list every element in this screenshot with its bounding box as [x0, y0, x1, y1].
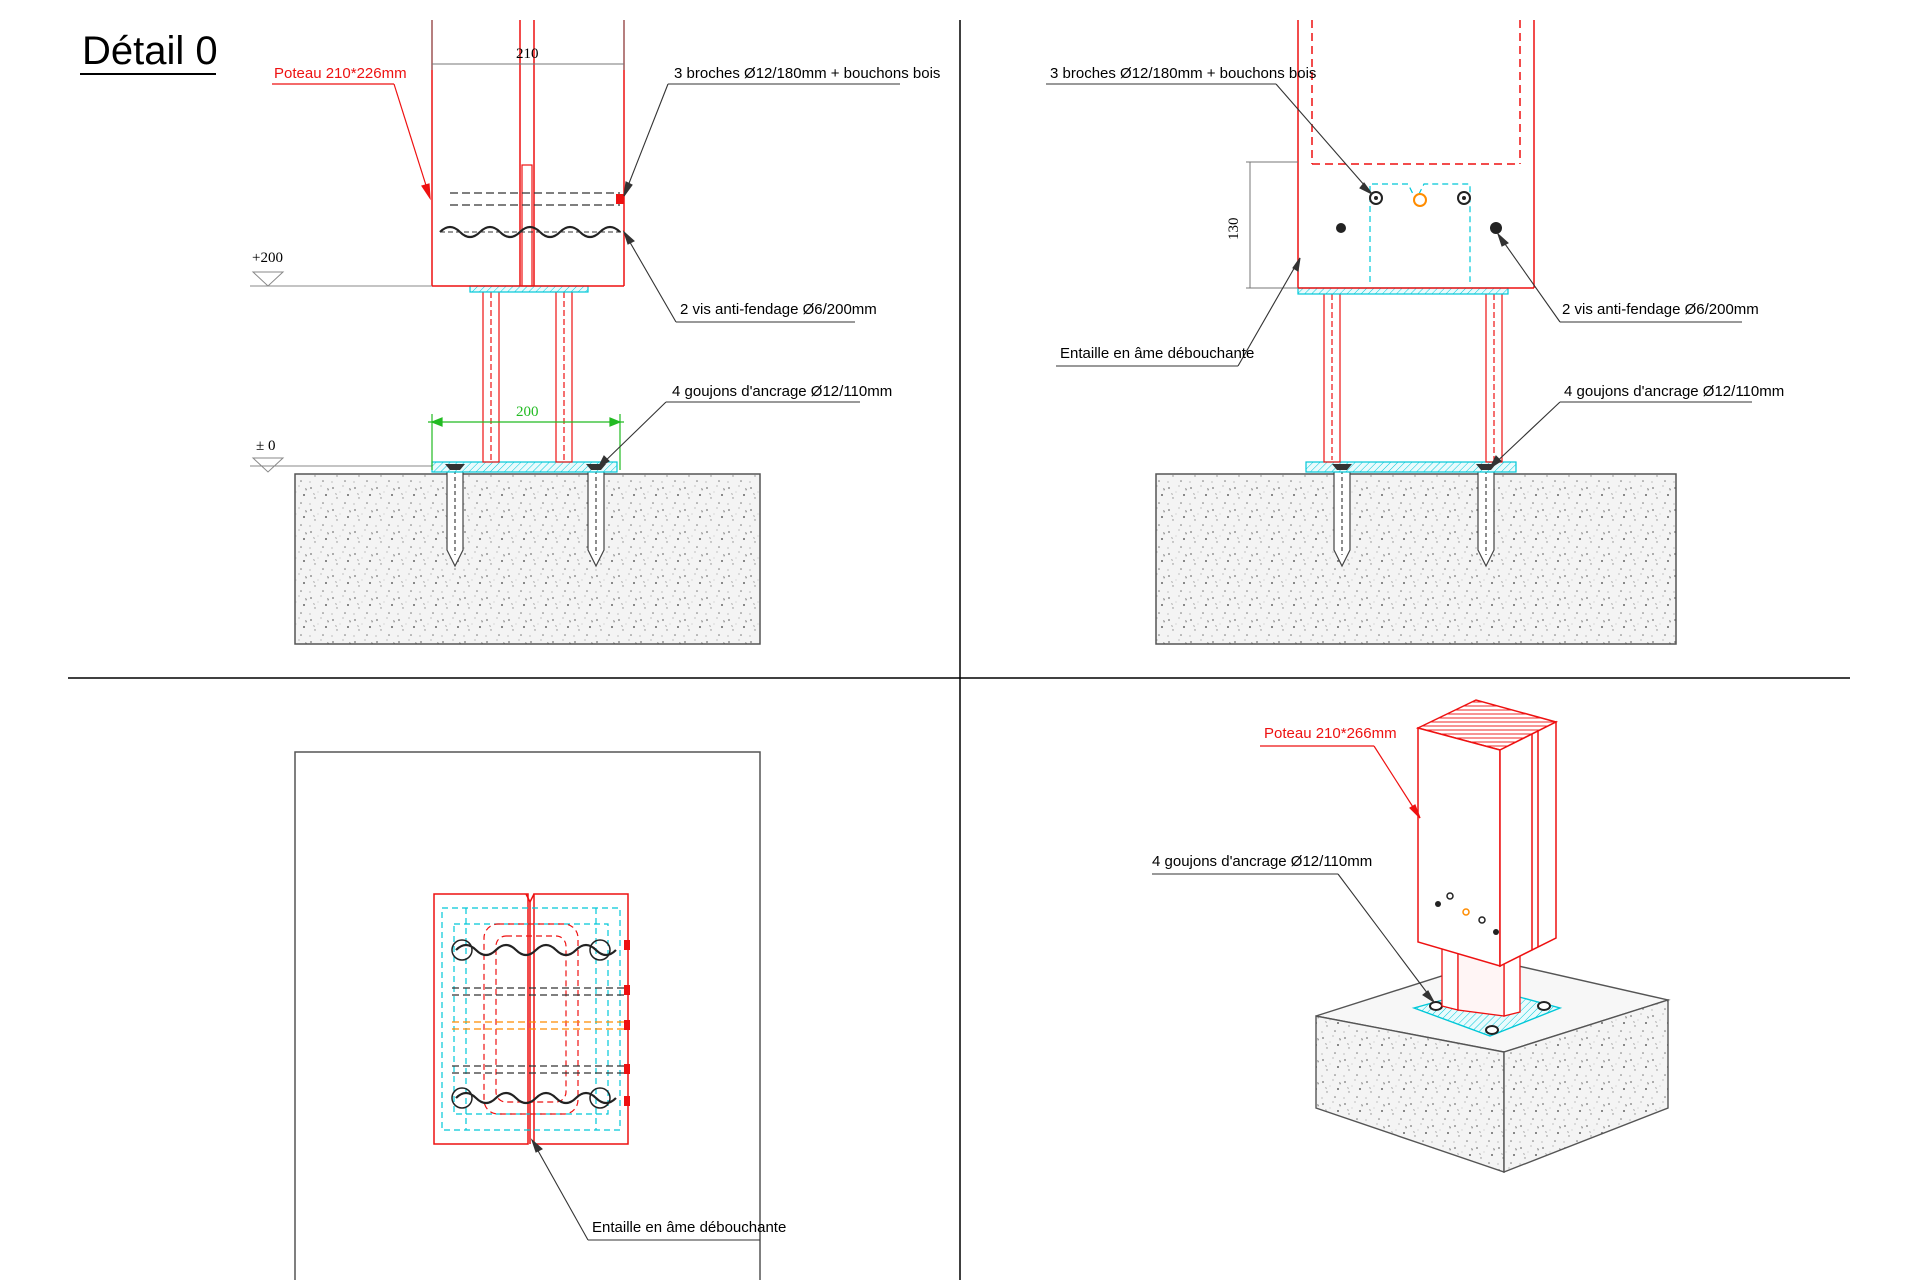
- post-label: Poteau 210*226mm: [274, 65, 407, 82]
- leader-anchors: [1488, 401, 1752, 470]
- screw-holes: [1336, 222, 1502, 234]
- leader-notch: [530, 1138, 760, 1241]
- drawing-title: Détail 0: [82, 29, 218, 73]
- front-view: +200 ± 0 210 200 Poteau 210*226m: [250, 20, 940, 645]
- post-label: Poteau 210*266mm: [1264, 725, 1397, 742]
- leader-pins: [1046, 83, 1373, 195]
- wood-post-plan: [433, 893, 629, 1145]
- leader-notch: [1056, 257, 1301, 367]
- top-plate: [469, 285, 589, 293]
- steel-uprights: [1323, 291, 1503, 463]
- pins-label: 3 broches Ø12/180mm + bouchons bois: [1050, 65, 1316, 82]
- notch-label: Entaille en âme débouchante: [592, 1219, 786, 1236]
- notch-label: Entaille en âme débouchante: [1060, 345, 1254, 362]
- screws-label: 2 vis anti-fendage Ø6/200mm: [680, 301, 877, 318]
- dim-130-text: 130: [1226, 218, 1242, 241]
- screws-label: 2 vis anti-fendage Ø6/200mm: [1562, 301, 1759, 318]
- leader-post: [272, 83, 431, 201]
- wood-post: [1297, 20, 1535, 289]
- pins-plan: [452, 987, 624, 1074]
- level-zero-label: ± 0: [256, 438, 275, 454]
- concrete-foundation: [1155, 473, 1677, 645]
- top-plate: [1297, 287, 1509, 295]
- leader-post: [1260, 745, 1421, 819]
- iso-view: Poteau 210*266mm 4 goujons d'ancrage Ø12…: [1152, 699, 1671, 1174]
- quadrant-dividers: [68, 20, 1850, 1280]
- iso-uprights: [1441, 939, 1521, 1017]
- dimension-210: [431, 20, 625, 70]
- iso-post-holes: [1435, 892, 1499, 935]
- anchors-label: 4 goujons d'ancrage Ø12/110mm: [1564, 383, 1784, 400]
- pins: [450, 192, 620, 206]
- level-marker-high: [250, 271, 432, 287]
- dim-210-text: 210: [516, 46, 539, 62]
- title-block: Détail 0: [80, 29, 218, 75]
- dim-200-text: 200: [516, 404, 539, 420]
- concrete-foundation: [294, 473, 761, 645]
- leader-screws: [622, 230, 855, 323]
- pins-label: 3 broches Ø12/180mm + bouchons bois: [674, 65, 940, 82]
- iso-wood-post: [1415, 699, 1559, 968]
- leader-anchors: [1152, 873, 1435, 1003]
- leader-pins: [623, 83, 900, 197]
- leader-anchors: [596, 401, 860, 470]
- anchors-label: 4 goujons d'ancrage Ø12/110mm: [672, 383, 892, 400]
- leader-screws: [1496, 232, 1742, 323]
- level-high-label: +200: [252, 250, 283, 266]
- screws-plan: [451, 939, 617, 1109]
- dimension-130: [1246, 161, 1298, 289]
- plan-view: Entaille en âme débouchante: [294, 751, 786, 1280]
- steel-uprights: [482, 289, 573, 463]
- side-view: 130 3 broches Ø12/180mm + bouchons bois …: [1046, 20, 1784, 645]
- level-marker-zero: [250, 457, 432, 473]
- base-plate: [1305, 461, 1517, 473]
- anchor-bolts: [1333, 467, 1495, 568]
- anchors-label: 4 goujons d'ancrage Ø12/110mm: [1152, 853, 1372, 870]
- anti-split-screw: [439, 225, 621, 239]
- dimension-200: [428, 414, 624, 470]
- iso-bolt-heads: [1429, 1001, 1551, 1035]
- pin-holes: [1369, 191, 1471, 207]
